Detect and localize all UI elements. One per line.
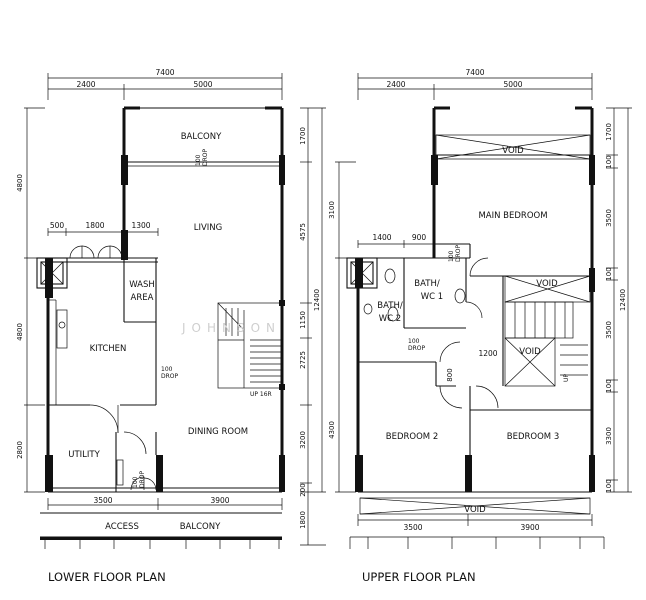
lower-kitchen-details: 500 1800 1300 <box>36 221 159 491</box>
upper-left-dim-1: 3100 <box>328 201 336 219</box>
upper-right-dim-4: 100 <box>605 267 613 280</box>
lower-right-dim-total: 12400 <box>313 289 321 311</box>
upper-walls <box>355 106 595 493</box>
lower-drop-3-word: DROP <box>139 470 146 488</box>
upper-floor-title: UPPER FLOOR PLAN <box>362 570 476 584</box>
upper-floor-plan: 7400 2400 5000 3100 4300 1700 100 <box>328 68 632 584</box>
lower-dim-left: 2400 <box>76 80 95 89</box>
upper-bath-dimensions: 1400 900 1200 800 <box>357 233 498 382</box>
upper-room-void-mid: VOID <box>536 279 558 289</box>
lower-right-dim-2: 4575 <box>299 223 307 241</box>
upper-drop-annotations: 100 DROP 100 DROP <box>408 244 462 352</box>
lower-room-balcony: BALCONY <box>181 132 222 142</box>
lower-room-access: ACCESS <box>105 522 139 532</box>
lower-right-dim-1: 1700 <box>299 127 307 145</box>
lower-dim-right: 5000 <box>193 80 212 89</box>
lower-right-dim-6: 200 <box>299 483 307 496</box>
lower-drop-3-num: 100 <box>132 476 139 488</box>
upper-bath-dim-2: 900 <box>412 233 427 242</box>
upper-right-dim-8: 100 <box>605 479 613 492</box>
upper-fixtures: UP <box>346 257 588 409</box>
upper-room-bath1-a: BATH/ <box>414 279 440 289</box>
lower-bottom-dimensions: 3500 3900 <box>40 496 283 549</box>
upper-room-bath2-a: BATH/ <box>377 301 403 311</box>
lower-left-dim-3: 2800 <box>16 441 24 459</box>
lower-drop-2-word: DROP <box>161 373 179 380</box>
lower-room-wash: WASH <box>129 280 155 290</box>
lower-drop-1-word: DROP <box>202 148 209 166</box>
upper-room-void-bottom: VOID <box>464 505 486 515</box>
lower-room-kitchen: KITCHEN <box>90 344 127 354</box>
upper-dim-total: 7400 <box>465 68 484 77</box>
lower-right-dim-4: 2725 <box>299 351 307 369</box>
lower-room-utility: UTILITY <box>68 450 100 460</box>
upper-dim-misc-2: 800 <box>446 368 454 381</box>
upper-room-bath2-b: WC 2 <box>379 314 401 324</box>
upper-room-bath1-b: WC 1 <box>421 292 443 302</box>
lower-right-dim-balcony: 1800 <box>299 511 307 529</box>
lower-dim-total: 7400 <box>155 68 174 77</box>
upper-room-bedroom3: BEDROOM 3 <box>507 432 559 442</box>
upper-bottom-dim-right: 3900 <box>520 523 539 532</box>
upper-bath-dim-1: 1400 <box>372 233 391 242</box>
lower-right-dim-5: 3200 <box>299 431 307 449</box>
upper-bottom-dim-left: 3500 <box>403 523 422 532</box>
upper-drop-1-num: 100 <box>448 250 455 262</box>
upper-room-void-stair: VOID <box>519 347 541 357</box>
upper-right-dim-7: 3300 <box>605 427 613 445</box>
upper-bottom-dimensions: 3500 3900 <box>349 514 605 549</box>
upper-room-labels: VOID MAIN BEDROOM BATH/ WC 1 BATH/ WC 2 … <box>377 146 559 515</box>
lower-kitchen-dim-1: 500 <box>50 221 65 230</box>
upper-right-dim-1: 1700 <box>605 123 613 141</box>
upper-top-dimensions: 7400 2400 5000 <box>357 68 593 100</box>
lower-staircase: UP 16R <box>217 300 285 398</box>
upper-right-dim-5: 3500 <box>605 321 613 339</box>
upper-dim-right: 5000 <box>503 80 522 89</box>
upper-dim-left: 2400 <box>386 80 405 89</box>
upper-right-dim-2: 100 <box>605 155 613 168</box>
upper-drop-1-word: DROP <box>455 244 462 262</box>
upper-drop-2-num: 100 <box>408 338 420 345</box>
upper-left-dimensions: 3100 4300 <box>328 161 356 493</box>
lower-room-area: AREA <box>131 293 154 303</box>
lower-room-dining: DINING ROOM <box>188 427 248 437</box>
upper-voids <box>359 134 591 515</box>
upper-left-dim-2: 4300 <box>328 421 336 439</box>
upper-stair-label: UP <box>563 374 570 382</box>
lower-drop-annotations: 100 DROP 100 DROP 100 DROP <box>132 148 209 488</box>
upper-drop-2-word: DROP <box>408 345 426 352</box>
lower-left-dim-2: 4800 <box>16 323 24 341</box>
lower-room-living: LIVING <box>194 223 223 233</box>
lower-bottom-dim-right: 3900 <box>210 496 229 505</box>
lower-drop-1-num: 100 <box>195 154 202 166</box>
upper-right-dim-6: 100 <box>605 379 613 392</box>
lower-drop-2-num: 100 <box>161 366 173 373</box>
lower-left-dim-1: 4800 <box>16 174 24 192</box>
upper-room-bedroom2: BEDROOM 2 <box>386 432 438 442</box>
lower-room-balcony-bottom: BALCONY <box>180 522 221 532</box>
lower-right-dimensions: 1700 4575 1150 2725 3200 200 12400 1800 <box>299 107 326 546</box>
upper-room-main-bedroom: MAIN BEDROOM <box>478 211 547 221</box>
lower-room-labels: BALCONY LIVING WASH AREA KITCHEN DINING … <box>68 132 248 532</box>
watermark-text: JOHNSON <box>181 321 281 335</box>
lower-bottom-dim-left: 3500 <box>93 496 112 505</box>
lower-floor-plan: 7400 2400 5000 4800 4800 2800 <box>16 68 326 584</box>
lower-walls <box>45 106 285 493</box>
lower-floor-title: LOWER FLOOR PLAN <box>48 570 166 584</box>
lower-right-dim-3: 1150 <box>299 311 307 329</box>
lower-stair-label: UP 16R <box>250 391 272 398</box>
upper-room-void-top: VOID <box>502 146 524 156</box>
upper-right-dim-3: 3500 <box>605 209 613 227</box>
lower-kitchen-dim-2: 1800 <box>85 221 104 230</box>
upper-right-dim-total: 12400 <box>619 289 627 311</box>
lower-kitchen-dim-3: 1300 <box>131 221 150 230</box>
upper-dim-misc-1: 1200 <box>478 349 497 358</box>
lower-top-dimensions: 7400 2400 5000 <box>47 68 283 100</box>
lower-left-dimensions: 4800 4800 2800 <box>16 107 45 493</box>
upper-right-dimensions: 1700 100 3500 100 3500 100 3300 100 1240… <box>605 107 632 493</box>
